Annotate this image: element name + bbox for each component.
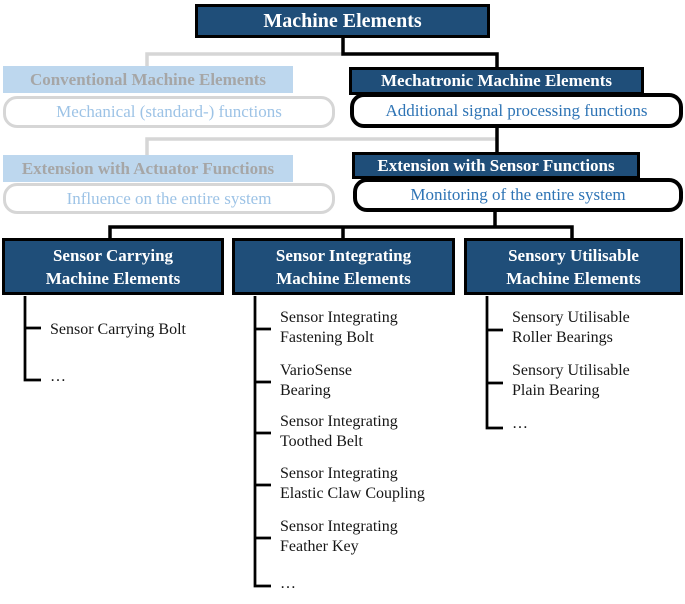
category-label: Sensor Carrying Machine Elements <box>46 244 181 290</box>
list-item: Sensory Utilisable Plain Bearing <box>512 361 682 401</box>
root-box: Machine Elements <box>195 4 490 38</box>
mechatronic-body-box: Additional signal processing functions <box>350 93 683 128</box>
list-item-line2: Roller Bearings <box>512 329 613 346</box>
list-item: Sensor Carrying Bolt <box>50 320 225 340</box>
list-item: … <box>512 414 682 434</box>
category-label: Sensor Integrating Machine Elements <box>276 244 411 290</box>
mechatronic-header-box: Mechatronic Machine Elements <box>349 67 644 95</box>
conventional-header-box: Conventional Machine Elements <box>3 66 293 93</box>
sensor-header-label: Extension with Sensor Functions <box>377 155 615 175</box>
list-item-line2: Feather Key <box>280 538 359 555</box>
list-item: Sensor Integrating Elastic Claw Coupling <box>280 464 470 504</box>
connector-bus-to-categories <box>108 225 574 240</box>
list-item-line1: Sensory Utilisable <box>512 309 630 326</box>
sensor-body-label: Monitoring of the entire system <box>410 185 626 204</box>
list-item-line1: Sensory Utilisable <box>512 362 630 379</box>
connector-gray-to-actuator <box>145 137 497 157</box>
list-item-line2: Plain Bearing <box>512 382 600 399</box>
category-label: Sensory Utilisable Machine Elements <box>506 244 641 290</box>
conventional-body-box: Mechanical (standard-) functions <box>3 96 335 128</box>
list-item-line2: Fastening Bolt <box>280 329 374 346</box>
connector-root-to-mechatronic <box>341 36 499 70</box>
category-label-line1: Sensory Utilisable <box>508 245 639 265</box>
connector-gray-to-conventional <box>145 52 343 68</box>
root-label: Machine Elements <box>263 9 422 32</box>
actuator-body-label: Influence on the entire system <box>66 188 272 208</box>
mechatronic-body-label: Additional signal processing functions <box>385 100 648 120</box>
sensor-body-box: Monitoring of the entire system <box>353 178 683 212</box>
list-item-line1: VarioSense <box>280 362 352 379</box>
list-item-line2: Toothed Belt <box>280 433 363 450</box>
list-item: VarioSense Bearing <box>280 361 465 401</box>
list-item-line1: … <box>512 415 528 432</box>
list-item: Sensor Integrating Feather Key <box>280 517 465 557</box>
list-item-line1: … <box>50 368 66 385</box>
list-item-line1: … <box>280 575 296 592</box>
actuator-body-box: Influence on the entire system <box>3 183 335 214</box>
category-box-sensor-integrating: Sensor Integrating Machine Elements <box>232 238 455 295</box>
actuator-header-label: Extension with Actuator Functions <box>21 158 275 178</box>
mechatronic-header-label: Mechatronic Machine Elements <box>380 71 613 90</box>
category-label-line2: Machine Elements <box>506 268 641 288</box>
conventional-body-label: Mechanical (standard-) functions <box>56 102 282 121</box>
list-item-line2: Bearing <box>280 382 331 399</box>
list-item: … <box>50 367 225 387</box>
conventional-header-label: Conventional Machine Elements <box>29 69 267 89</box>
list-item: Sensor Integrating Toothed Belt <box>280 412 465 452</box>
actuator-header-box: Extension with Actuator Functions <box>3 155 293 182</box>
list-item: Sensory Utilisable Roller Bearings <box>512 308 682 348</box>
category-box-sensory-utilisable: Sensory Utilisable Machine Elements <box>464 238 683 295</box>
list-item-line1: Sensor Integrating <box>280 465 398 482</box>
category-box-sensor-carrying: Sensor Carrying Machine Elements <box>2 238 224 295</box>
category-label-line2: Machine Elements <box>45 268 181 288</box>
category-label-line2: Machine Elements <box>276 268 411 288</box>
list-item-line1: Sensor Integrating <box>280 413 398 430</box>
list-spine-utilisable <box>485 296 503 430</box>
list-item: Sensor Integrating Fastening Bolt <box>280 308 465 348</box>
list-item-line1: Sensor Integrating <box>280 518 398 535</box>
sensor-header-box: Extension with Sensor Functions <box>352 152 640 179</box>
category-label-line1: Sensor Carrying <box>52 245 174 265</box>
list-item-line2: Elastic Claw Coupling <box>280 485 425 502</box>
list-spine-integrating <box>253 296 271 588</box>
category-label-line1: Sensor Integrating <box>275 245 412 265</box>
list-spine-carrying <box>23 296 41 382</box>
list-item-line1: Sensor Carrying Bolt <box>50 321 186 338</box>
list-item-line1: Sensor Integrating <box>280 309 398 326</box>
list-item: … <box>280 574 465 594</box>
